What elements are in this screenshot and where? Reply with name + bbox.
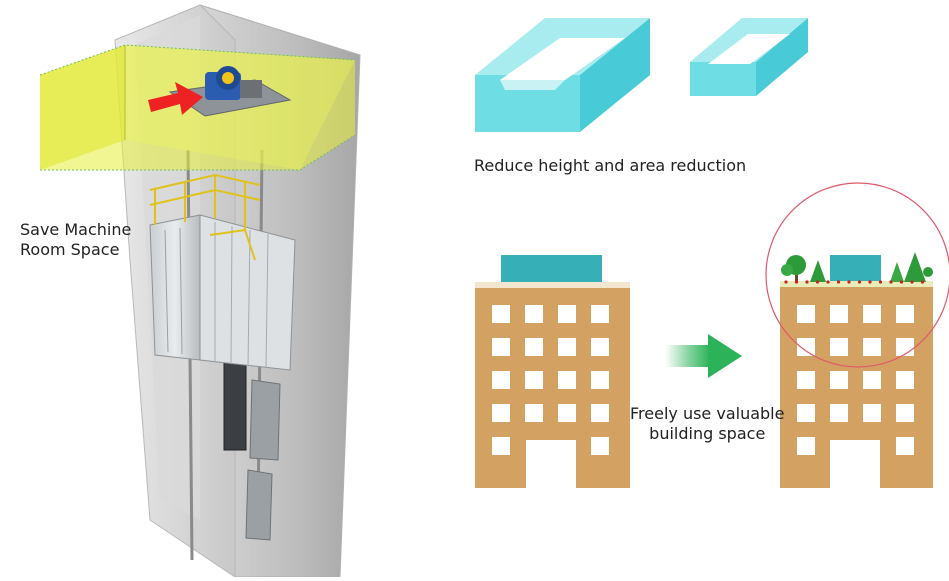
- counterweight: [223, 359, 247, 451]
- landing-door-2: [245, 469, 273, 541]
- window: [830, 305, 848, 323]
- rooftop-unit: [501, 255, 602, 282]
- window: [492, 404, 510, 422]
- windows-left: [492, 305, 609, 455]
- flower-dot: [794, 280, 799, 284]
- window: [558, 404, 576, 422]
- flower-dot: [826, 280, 830, 284]
- large-frame-box: [475, 18, 650, 132]
- window: [896, 338, 914, 356]
- flower-dot: [920, 280, 925, 284]
- tree-icon: [890, 262, 904, 282]
- elevator-cabin: [149, 214, 296, 371]
- tree-icon: [923, 267, 933, 277]
- flower-dot: [910, 280, 914, 284]
- rooftop-garden: [781, 252, 933, 284]
- green-arrow-icon: [665, 334, 742, 378]
- window: [896, 437, 914, 455]
- window: [591, 338, 609, 356]
- window: [863, 338, 881, 356]
- flower-dot: [836, 280, 841, 284]
- flower-dot: [805, 280, 809, 284]
- flower-dot: [899, 280, 904, 284]
- landing-door-1: [249, 379, 281, 461]
- elevator-shaft-cutaway: [39, 4, 361, 578]
- window: [797, 305, 815, 323]
- window: [863, 371, 881, 389]
- traction-machine-icon: [205, 66, 262, 100]
- window: [830, 404, 848, 422]
- window: [525, 305, 543, 323]
- freely-use-label: Freely use valuable building space: [630, 404, 784, 444]
- tree-icon: [781, 264, 793, 276]
- window: [492, 338, 510, 356]
- window: [558, 371, 576, 389]
- window: [863, 305, 881, 323]
- red-arrow-icon: [148, 82, 203, 115]
- window: [558, 305, 576, 323]
- building-before: [475, 255, 630, 488]
- rooftop-flowers: [784, 280, 925, 284]
- flower-dot: [784, 280, 788, 284]
- safety-railing: [149, 173, 261, 261]
- flower-dot: [868, 280, 872, 284]
- freely-use-line1: Freely use valuable: [630, 404, 785, 423]
- entrance-right: [830, 440, 880, 488]
- window: [591, 371, 609, 389]
- flower-dot: [847, 280, 851, 284]
- highlight-circle: [765, 182, 949, 368]
- window: [896, 371, 914, 389]
- rooftop-unit-reused: [830, 255, 881, 281]
- entrance-left: [526, 440, 576, 488]
- flower-dot: [878, 280, 883, 284]
- flower-dot: [857, 280, 862, 284]
- window: [591, 437, 609, 455]
- window: [525, 404, 543, 422]
- window: [797, 371, 815, 389]
- window: [896, 305, 914, 323]
- window: [525, 338, 543, 356]
- window: [896, 404, 914, 422]
- save-machine-room-line2: Room Space: [20, 240, 120, 259]
- window: [591, 305, 609, 323]
- small-frame-box: [690, 18, 808, 96]
- reduce-height-label: Reduce height and area reduction: [474, 156, 747, 175]
- window: [797, 404, 815, 422]
- window: [591, 404, 609, 422]
- tree-icon: [904, 252, 926, 282]
- window: [492, 371, 510, 389]
- window: [863, 404, 881, 422]
- tree-icon: [810, 260, 826, 282]
- building-after: [780, 252, 933, 488]
- window: [830, 371, 848, 389]
- flower-dot: [815, 280, 820, 284]
- window: [525, 371, 543, 389]
- window: [797, 338, 815, 356]
- window: [492, 437, 510, 455]
- window: [830, 338, 848, 356]
- flower-dot: [889, 280, 893, 284]
- save-machine-room-line1: Save Machine: [20, 220, 132, 239]
- window: [797, 437, 815, 455]
- save-machine-room-label: Save Machine Room Space: [20, 220, 131, 260]
- window: [492, 305, 510, 323]
- window: [558, 338, 576, 356]
- freely-use-line2: building space: [649, 424, 766, 443]
